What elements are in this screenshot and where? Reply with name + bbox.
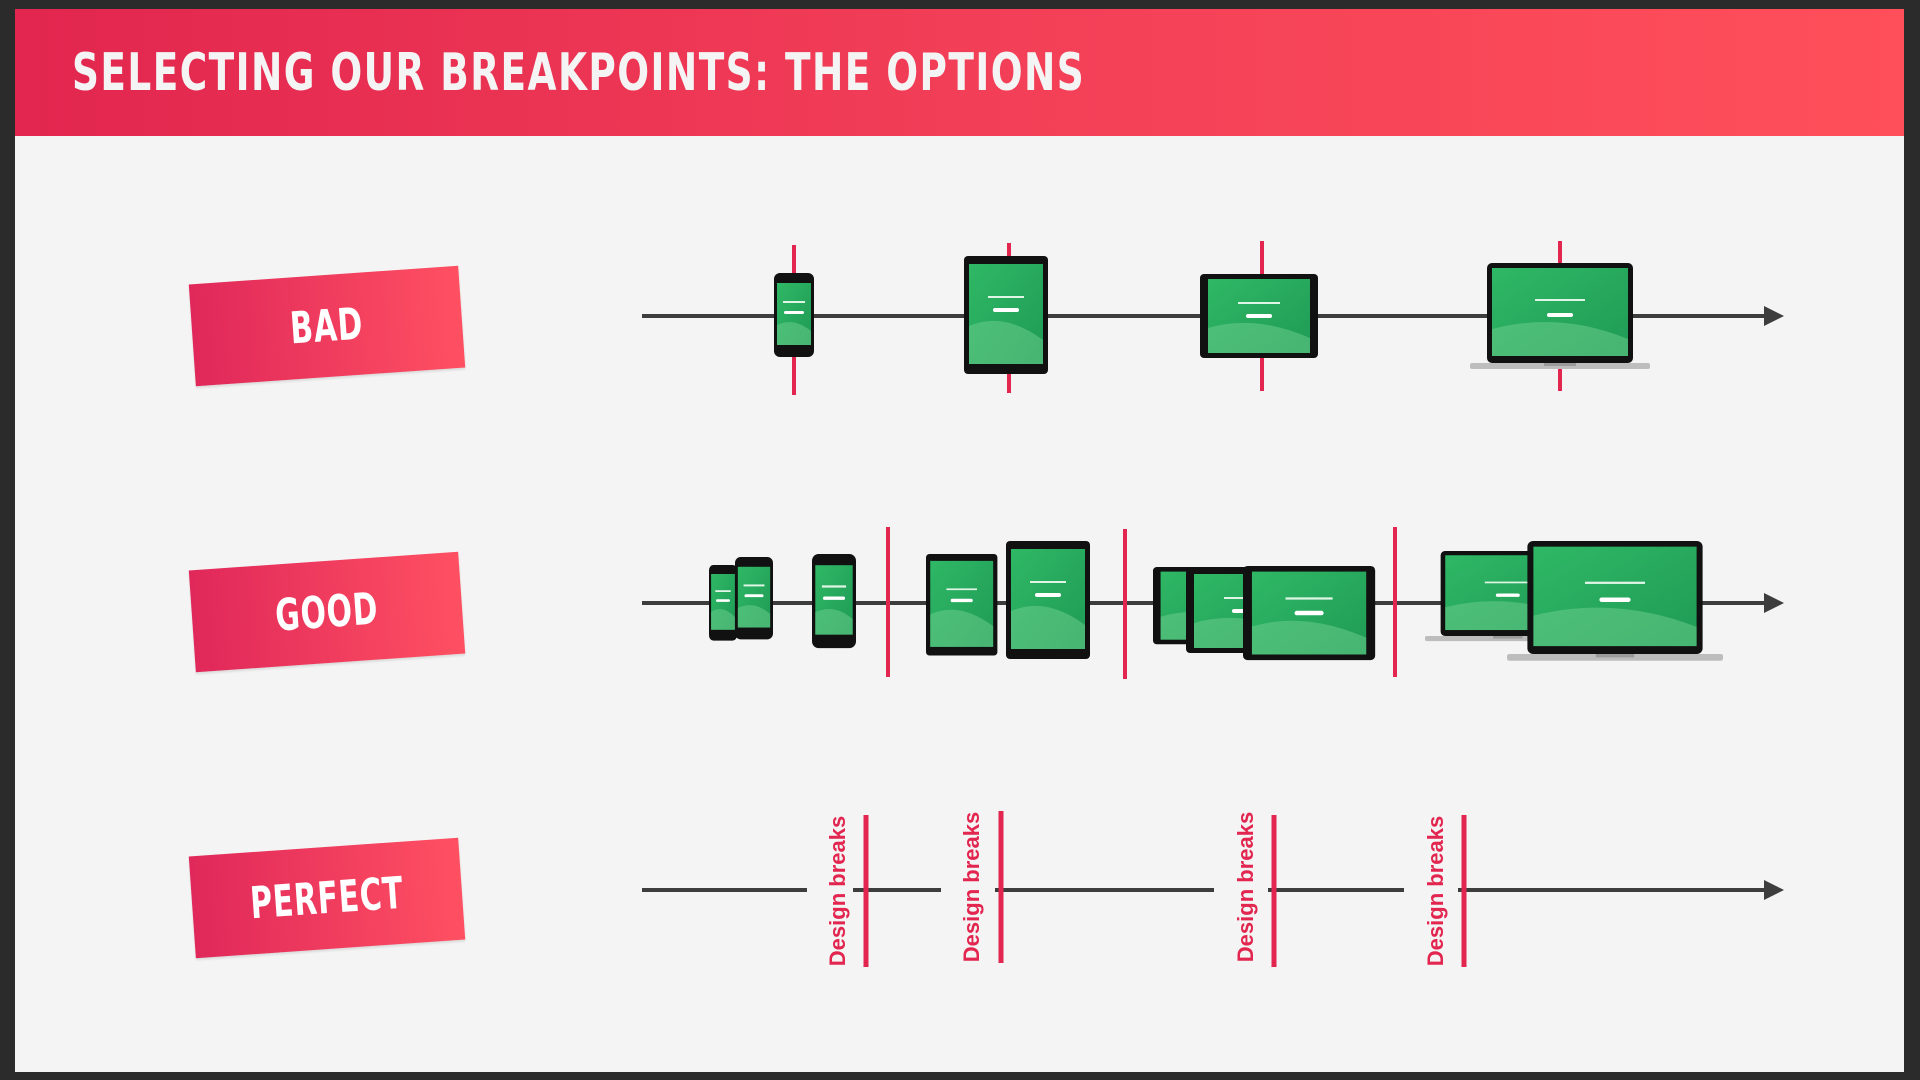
design-breaks-label: Design breaks [1423,816,1448,966]
perfect-row: Design breaks Design breaks Design break… [642,811,1784,967]
tablet-icon [926,554,998,656]
design-breaks-label: Design breaks [825,816,850,966]
timeline-diagram: Design breaks Design breaks Design break… [642,241,1784,967]
design-breaks-label: Design breaks [1233,812,1258,962]
laptop-icon [1507,541,1723,661]
title-bar: SELECTING OUR BREAKPOINTS: THE OPTIONS [15,9,1904,136]
phone-icon [812,554,856,649]
arrow-head-icon [1764,306,1784,326]
arrow-head-icon [1764,880,1784,900]
tablet-landscape-icon [1243,566,1376,661]
slide-title: SELECTING OUR BREAKPOINTS: THE OPTIONS [72,43,1086,103]
tablet-icon [1006,541,1090,659]
phone-icon [735,557,773,640]
bad-row [642,241,1784,395]
phone-icon [709,565,737,641]
design-breaks-label: Design breaks [959,812,984,962]
good-row [642,527,1784,679]
phone-icon [774,273,814,357]
slide: SELECTING OUR BREAKPOINTS: THE OPTIONS B… [15,9,1904,1072]
tablet-landscape-icon [1200,274,1318,358]
laptop-icon [1470,263,1650,369]
arrow-head-icon [1764,593,1784,613]
tablet-icon [964,256,1048,374]
